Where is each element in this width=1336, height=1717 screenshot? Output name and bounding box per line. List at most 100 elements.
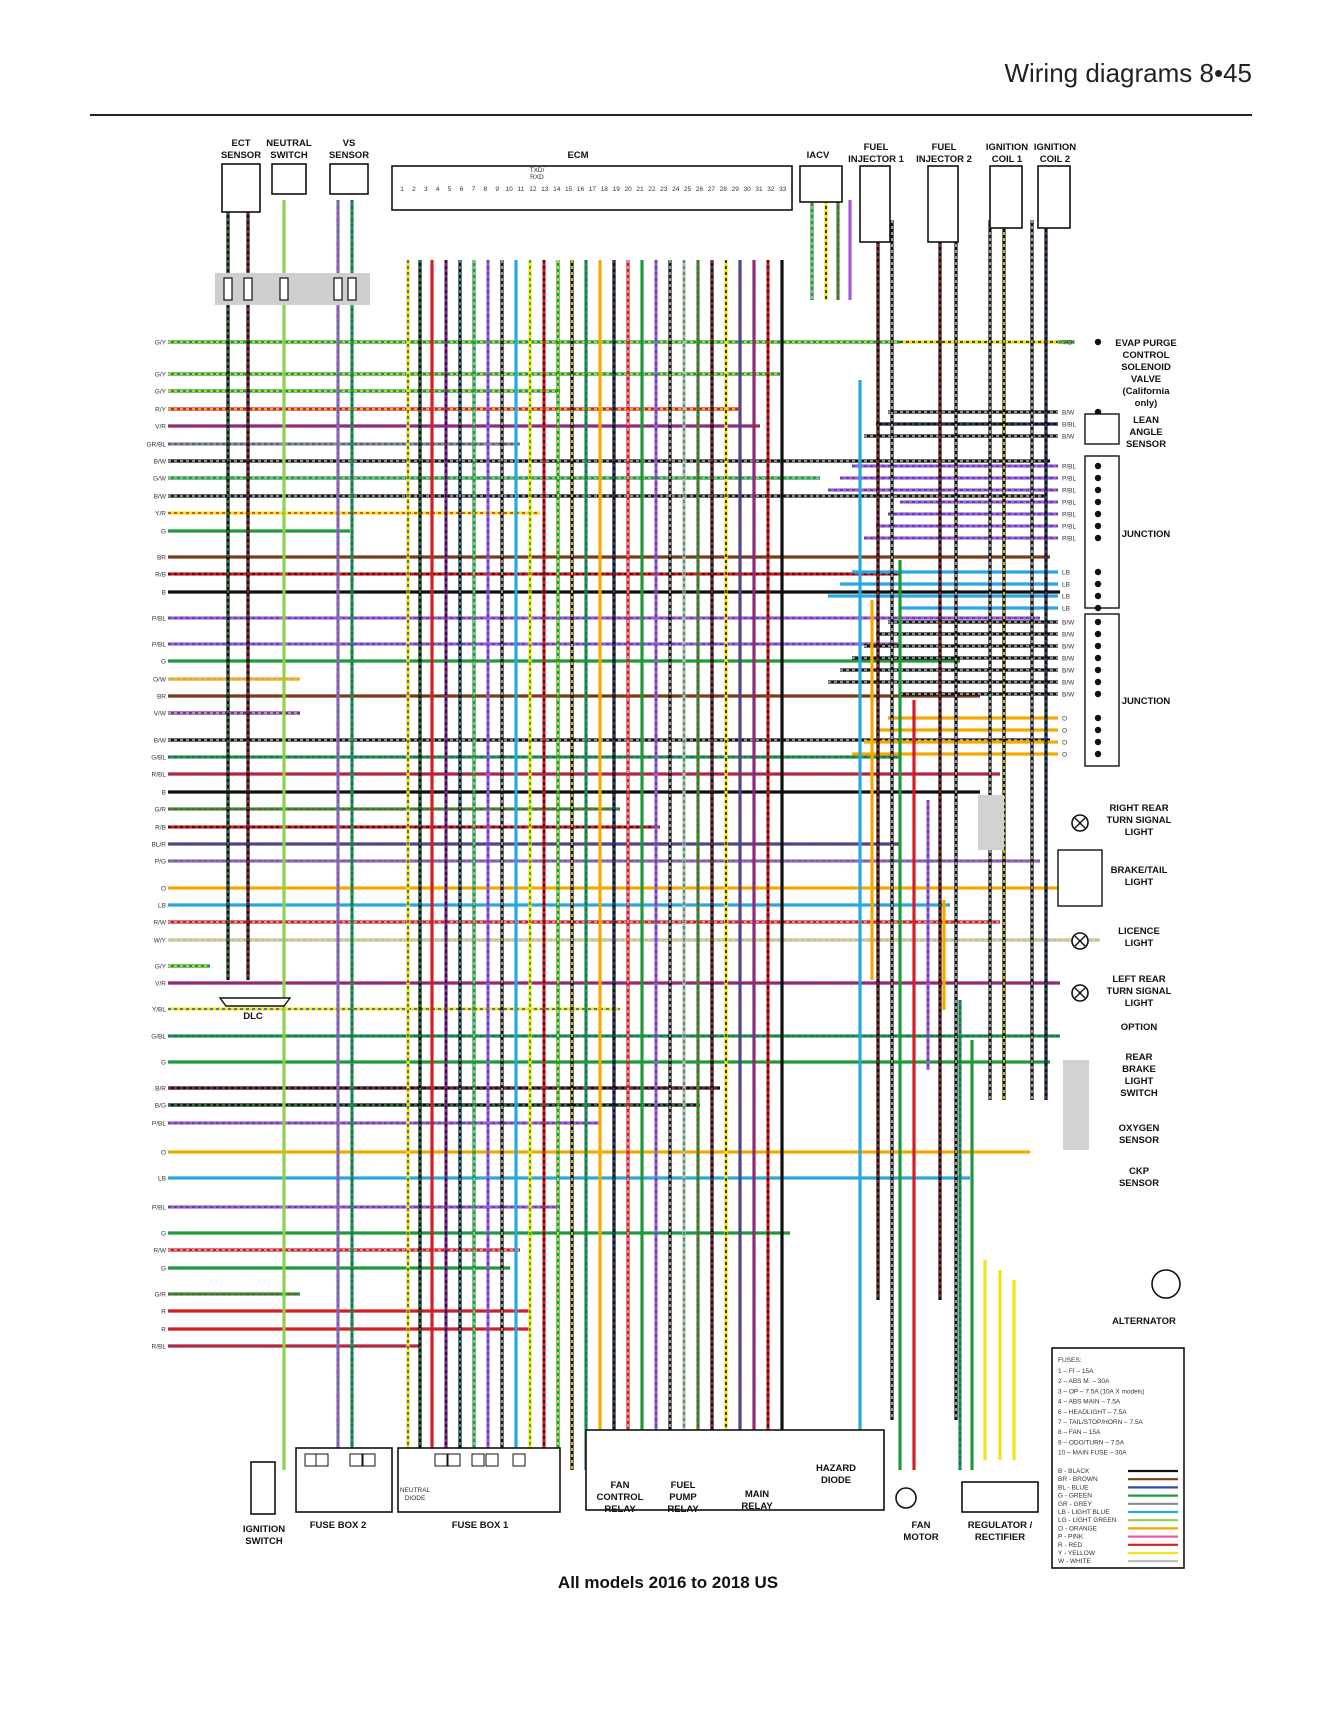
ect-sensor-label-line: SENSOR bbox=[221, 150, 261, 161]
ecm-pin-number: 17 bbox=[589, 186, 597, 193]
fan-control-relay-label-line: FAN bbox=[611, 1480, 630, 1491]
junction-terminal bbox=[1094, 714, 1102, 722]
ecm-pin-number: 15 bbox=[565, 186, 573, 193]
evap-solenoid-label-line: VALVE bbox=[1131, 374, 1161, 385]
fuse-box-2-label-line: FUSE BOX 2 bbox=[310, 1520, 367, 1531]
ecm-pin-number: 24 bbox=[672, 186, 680, 193]
left-wire-label: R bbox=[161, 1309, 166, 1316]
brake-tail-label-line: LIGHT bbox=[1125, 877, 1154, 888]
right-wire-label: P/BL bbox=[1062, 512, 1076, 519]
left-wire-label: B/W bbox=[154, 494, 167, 501]
fuel-injector-2-label-line: FUEL bbox=[932, 142, 957, 153]
left-wire-label: P/G bbox=[155, 859, 166, 866]
right-wire-label: B/W bbox=[1062, 410, 1075, 417]
left-wire-label: R/B bbox=[155, 825, 166, 832]
page-header: Wiring diagrams 8•45 bbox=[0, 0, 1336, 130]
rear-brake-switch-label-line: BRAKE bbox=[1122, 1064, 1156, 1075]
left-wire-label: G/Y bbox=[155, 340, 167, 347]
right-wire-label: O bbox=[1062, 728, 1067, 735]
right-wire-label: LB bbox=[1062, 582, 1070, 589]
legend-item: W - WHITE bbox=[1058, 1558, 1092, 1565]
left-wire-label: G bbox=[161, 1060, 166, 1067]
right-wire-label: P/BL bbox=[1062, 500, 1076, 507]
fuse-slot bbox=[512, 1453, 526, 1467]
junction-2-frame bbox=[1084, 613, 1120, 767]
connector-pin bbox=[279, 277, 289, 301]
junction-terminal bbox=[1094, 750, 1102, 758]
fuse-slot bbox=[471, 1453, 485, 1467]
junction-terminal bbox=[1094, 592, 1102, 600]
left-wire-label: B/G bbox=[155, 1103, 166, 1110]
right-wire-label: B/W bbox=[1062, 620, 1075, 627]
right-wire-label: P/BL bbox=[1062, 488, 1076, 495]
ecm-pin-number: 22 bbox=[648, 186, 656, 193]
fuse-item: 8 – FAN – 15A bbox=[1058, 1429, 1101, 1436]
left-wire-label: G bbox=[161, 529, 166, 536]
ecm-pin-number: 10 bbox=[505, 186, 513, 193]
connector-pin bbox=[243, 277, 253, 301]
right-wire-label: P/BL bbox=[1062, 476, 1076, 483]
neutral-diode-label-line: DIODE bbox=[405, 1495, 426, 1502]
left-wire-label: R/BL bbox=[152, 772, 167, 779]
left-wire-label: V/R bbox=[155, 981, 166, 988]
licence-light-label-line: LIGHT bbox=[1125, 938, 1154, 949]
legend-item: Y - YELLOW bbox=[1058, 1550, 1096, 1557]
left-wire-label: LB bbox=[158, 1176, 166, 1183]
iacv-label-line: IACV bbox=[807, 150, 830, 161]
left-wire-label: G bbox=[161, 1231, 166, 1238]
option-label-line: OPTION bbox=[1121, 1022, 1158, 1033]
coil2-body bbox=[1037, 165, 1071, 229]
ect-sensor-label-line: ECT bbox=[232, 138, 251, 149]
left-wire-label: G/BL bbox=[151, 755, 166, 762]
ecm-pin-number: 13 bbox=[541, 186, 549, 193]
junction-2-label: JUNCTION bbox=[1122, 696, 1171, 707]
right-wire-label: P/BL bbox=[1062, 524, 1076, 531]
lean-angle-sensor-body bbox=[1084, 413, 1120, 445]
neutral-switch-body bbox=[271, 163, 307, 195]
evap-solenoid-label-line: only) bbox=[1135, 398, 1158, 409]
ecm-pin-number: 18 bbox=[601, 186, 609, 193]
junction-terminal bbox=[1094, 726, 1102, 734]
left-wire-label: O bbox=[161, 1150, 166, 1157]
left-wire-label: G/BL bbox=[151, 1034, 166, 1041]
oxygen-sensor-label-line: SENSOR bbox=[1119, 1135, 1159, 1146]
ecm-pin-number: 28 bbox=[720, 186, 728, 193]
left-wire-label: V/W bbox=[154, 711, 167, 718]
ecm-body bbox=[391, 165, 793, 211]
fuel-injector-2-label-line: INJECTOR 2 bbox=[916, 154, 972, 165]
ecm-pin-number: 14 bbox=[553, 186, 561, 193]
ignition-coil-1-label-line: IGNITION bbox=[986, 142, 1028, 153]
fuel-injector-1-label-line: FUEL bbox=[864, 142, 889, 153]
right-wire-label: P/BL bbox=[1062, 536, 1076, 543]
ignition-switch-label-line: SWITCH bbox=[245, 1536, 283, 1547]
right-wire-label: LB bbox=[1062, 570, 1070, 577]
iacv-label: IACV bbox=[807, 150, 830, 161]
left-wire-label: R/Y bbox=[155, 407, 167, 414]
left-wire-label: B bbox=[162, 590, 166, 597]
left-wire-label: B/W bbox=[154, 459, 167, 466]
left-wire-label: G/R bbox=[154, 1292, 166, 1299]
ecm-pin-number: 32 bbox=[767, 186, 775, 193]
junction-terminal bbox=[1094, 738, 1102, 746]
ecm-pin-number: 19 bbox=[613, 186, 621, 193]
right-wire-label: O bbox=[1062, 740, 1067, 747]
alternator-label: ALTERNATOR bbox=[1112, 1316, 1176, 1327]
rear-brake-switch-label-line: REAR bbox=[1126, 1052, 1153, 1063]
fan-control-relay-label-line: CONTROL bbox=[597, 1492, 644, 1503]
left-rear-turn-label-line: TURN SIGNAL bbox=[1107, 986, 1172, 997]
wires-layer bbox=[168, 200, 1100, 1470]
left-wire-label: W/Y bbox=[154, 938, 167, 945]
right-wire-label: LB bbox=[1062, 606, 1070, 613]
fuses-title: FUSES: bbox=[1058, 1357, 1082, 1364]
legend-item: P - PINK bbox=[1058, 1534, 1084, 1541]
left-wire-label: Y/R bbox=[155, 511, 166, 518]
ecm-pin-number: 5 bbox=[448, 186, 452, 193]
junction-terminal bbox=[1094, 568, 1102, 576]
ecm-pin-number: 3 bbox=[424, 186, 428, 193]
left-wire-label: B/W bbox=[154, 738, 167, 745]
fuse-slot bbox=[485, 1453, 499, 1467]
fan-control-relay-label-line: RELAY bbox=[604, 1504, 636, 1515]
